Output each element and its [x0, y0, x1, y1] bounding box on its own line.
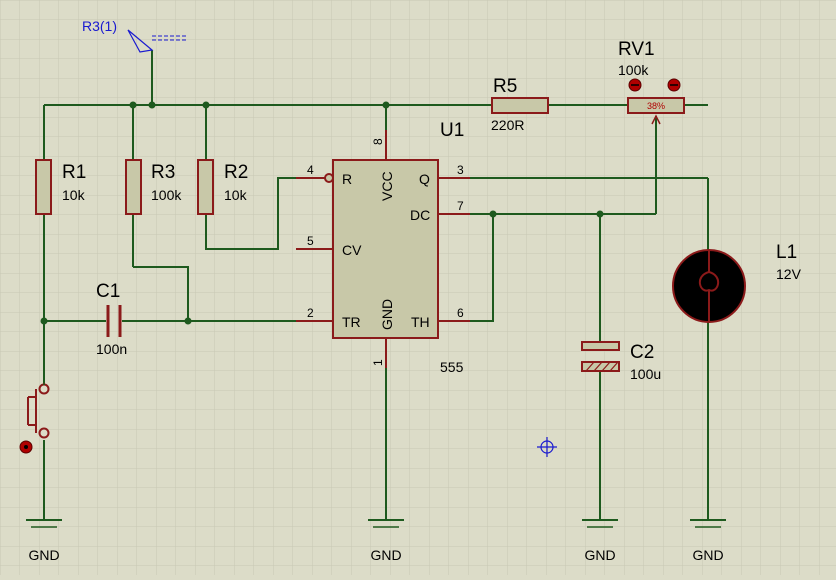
r1-value: 10k [62, 187, 86, 203]
probe-label: R3(1) [82, 18, 117, 34]
junction-dot [382, 101, 390, 109]
ground-2[interactable]: GND [368, 519, 404, 563]
lamp-l1[interactable]: L1 12V [672, 242, 802, 323]
voltage-probe[interactable]: R3(1) [82, 18, 186, 53]
ground-label: GND [28, 547, 59, 563]
capacitor-c1[interactable]: C1 100n [96, 281, 127, 357]
ground-label: GND [370, 547, 401, 563]
ground-3[interactable]: GND [582, 519, 618, 563]
ic-555-u1[interactable]: U1 555 R CV TR Q DC TH VCC GND 4 5 2 3 7… [296, 120, 470, 375]
pin-number-4: 4 [307, 163, 314, 177]
r3-ref: R3 [151, 162, 175, 183]
rv1-decrease-button[interactable] [628, 78, 642, 92]
resistor-r1[interactable]: R1 10k [35, 159, 86, 215]
wire-r3-to-tr [133, 266, 189, 321]
l1-ref: L1 [776, 242, 797, 263]
resistor-r3[interactable]: R3 100k [125, 159, 182, 215]
junction-dot [489, 210, 497, 218]
l1-value: 12V [776, 266, 802, 282]
r5-value: 220R [491, 117, 524, 133]
junctions [40, 101, 604, 325]
push-button[interactable] [19, 383, 50, 454]
pin-name-vcc: VCC [379, 171, 395, 201]
r5-ref: R5 [493, 76, 517, 97]
rv1-position: 38% [647, 101, 665, 111]
wiper-arrow-icon [651, 114, 661, 125]
junction-dot [129, 101, 137, 109]
c2-ref: C2 [630, 342, 654, 363]
resistor-r2[interactable]: R2 10k [197, 159, 248, 215]
pin-number-5: 5 [307, 234, 314, 248]
ground-4[interactable]: GND [690, 519, 726, 563]
junction-dot [184, 317, 192, 325]
junction-dot [202, 101, 210, 109]
rv1-value: 100k [618, 62, 649, 78]
c1-ref: C1 [96, 281, 120, 302]
potentiometer-rv1[interactable]: 38% RV1 100k [618, 39, 685, 125]
r2-value: 10k [224, 187, 248, 203]
u1-ref: U1 [440, 120, 464, 141]
lamp-filament-icon [699, 250, 719, 322]
crosshair-cursor-icon [537, 437, 557, 457]
pin-number-1: 1 [371, 359, 385, 366]
ground-label: GND [584, 547, 615, 563]
pin-name-gnd: GND [379, 299, 395, 330]
rv1-ref: RV1 [618, 39, 655, 60]
pin-name-th: TH [411, 314, 430, 330]
r3-value: 100k [151, 187, 182, 203]
r1-ref: R1 [62, 162, 86, 183]
wire-r2-to-reset [205, 177, 326, 250]
u1-part: 555 [440, 359, 464, 375]
junction-dot [596, 210, 604, 218]
pin-name-q: Q [419, 171, 430, 187]
pin-name-dc: DC [410, 207, 430, 223]
junction-dot [148, 101, 156, 109]
button-actuator-icon[interactable] [19, 440, 33, 454]
pin-number-6: 6 [457, 306, 464, 320]
c2-value: 100u [630, 366, 661, 382]
pin-name-r: R [342, 171, 352, 187]
capacitor-c2[interactable]: C2 100u [581, 341, 661, 382]
pin-number-7: 7 [457, 199, 464, 213]
ground-label: GND [692, 547, 723, 563]
junction-dot [40, 317, 48, 325]
rv1-increase-button[interactable] [667, 78, 681, 92]
probe-icon [127, 29, 154, 53]
ground-1[interactable]: GND [26, 519, 62, 563]
pin-number-3: 3 [457, 163, 464, 177]
c1-value: 100n [96, 341, 127, 357]
pin-name-tr: TR [342, 314, 361, 330]
reset-inversion-bubble [324, 173, 334, 183]
pin-number-8: 8 [371, 138, 385, 145]
pin-name-cv: CV [342, 242, 362, 258]
pin-number-2: 2 [307, 306, 314, 320]
r2-ref: R2 [224, 162, 248, 183]
resistor-r5[interactable]: R5 220R [491, 76, 549, 133]
